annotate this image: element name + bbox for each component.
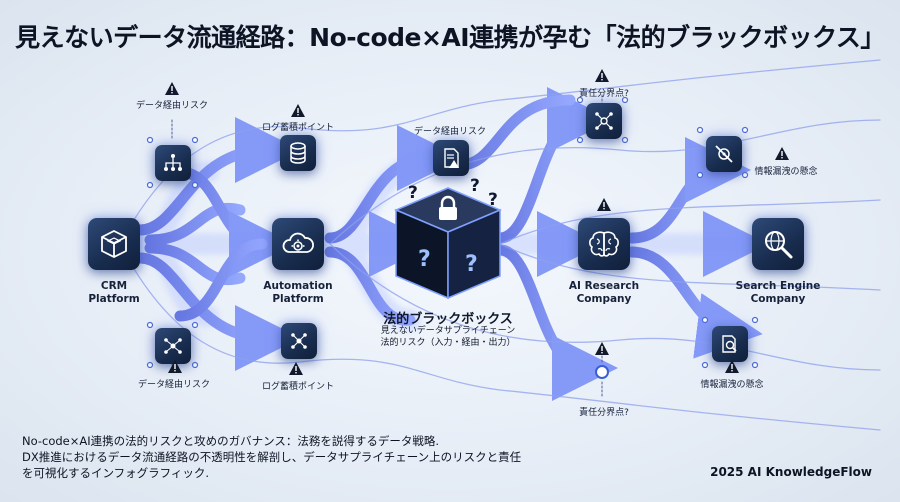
question-mark: ? xyxy=(465,252,478,277)
ai-research-company-node xyxy=(578,218,630,270)
network-icon xyxy=(164,338,182,354)
brain-icon xyxy=(589,231,619,257)
question-mark: ? xyxy=(470,176,480,196)
cube-icon xyxy=(101,229,127,259)
log-storage-node xyxy=(281,323,317,359)
cloud-gear-icon xyxy=(282,232,314,253)
warning-icon xyxy=(291,104,305,117)
hierarchy-icon xyxy=(164,154,182,171)
info-leak-node xyxy=(712,326,748,362)
warning-icon xyxy=(775,147,789,160)
responsibility-point-dot xyxy=(595,365,609,379)
data-route-risk-node xyxy=(155,145,191,181)
document-search-icon xyxy=(722,335,737,353)
question-mark: ? xyxy=(418,247,431,272)
info-leak-label: 情報漏洩の懸念 xyxy=(700,380,764,390)
responsibility-point-label: 責任分界点? xyxy=(579,89,629,99)
warning-icon xyxy=(165,82,179,95)
question-mark: ? xyxy=(488,190,498,210)
network-icon xyxy=(595,112,613,130)
data-route-risk-node xyxy=(155,328,191,364)
log-storage-node xyxy=(280,135,316,171)
data-route-risk-node xyxy=(433,140,469,176)
padlock-icon xyxy=(439,195,457,220)
info-leak-label: 情報漏洩の懸念 xyxy=(754,167,818,177)
leak-icon xyxy=(715,145,733,163)
blackbox-cube xyxy=(394,187,502,300)
warning-icon xyxy=(595,69,609,82)
warning-icon xyxy=(289,362,303,375)
search-engine-company-node xyxy=(752,218,804,270)
data-route-risk-label: データ経由リスク xyxy=(413,127,487,137)
crm-platform-node xyxy=(88,218,140,270)
magnifier-globe-icon xyxy=(765,231,793,259)
question-mark: ? xyxy=(408,183,418,203)
warning-icon xyxy=(725,360,739,373)
data-route-risk-label: データ経由リスク xyxy=(135,101,209,111)
database-icon xyxy=(290,142,306,164)
warning-icon xyxy=(168,360,182,373)
document-warning-icon xyxy=(444,148,459,168)
info-leak-node xyxy=(706,136,742,172)
log-storage-label: ログ蓄積ポイント xyxy=(261,123,335,133)
warning-icon xyxy=(597,198,611,211)
blackbox-title: 法的ブラックボックス xyxy=(383,312,513,327)
responsibility-point-node xyxy=(586,103,622,139)
network-icon xyxy=(291,333,307,349)
data-route-risk-label: データ経由リスク xyxy=(137,380,211,390)
brand-credit: 2025 AI KnowledgeFlow xyxy=(710,465,872,479)
log-storage-label: ログ蓄積ポイント xyxy=(261,382,335,392)
responsibility-point-label: 責任分界点? xyxy=(579,408,629,418)
blackbox-subtitle: 見えないデータサプライチェーン法的リスク（入力・経由・出力） xyxy=(380,326,516,348)
page-title: 見えないデータ流通経路：No-code×AI連携が孕む「法的ブラックボックス」 xyxy=(15,23,885,52)
warning-icon xyxy=(595,342,609,355)
footer-description: No-code×AI連携の法的リスクと攻めのガバナンス：法務を説得するデータ戦略… xyxy=(22,434,522,480)
automation-platform-node xyxy=(272,218,324,270)
